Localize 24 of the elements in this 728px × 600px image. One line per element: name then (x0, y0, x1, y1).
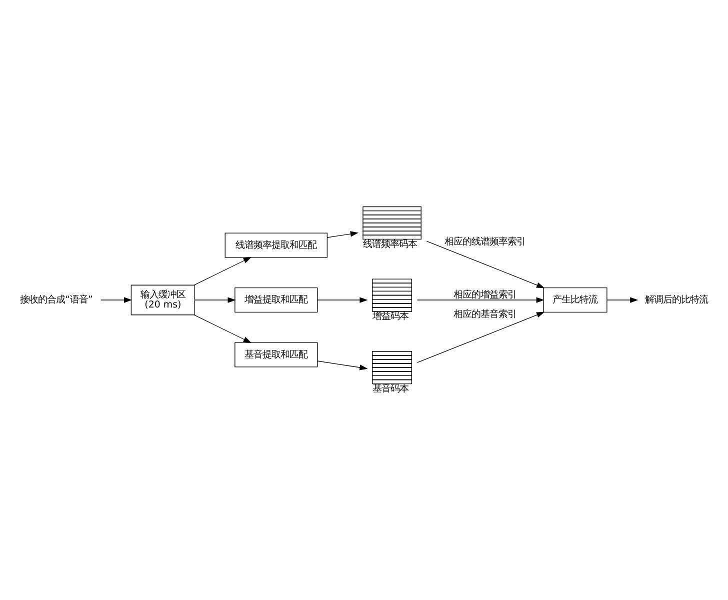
node-box: 输入缓冲区 (20 ms) (130, 284, 196, 316)
node-label: 线谱频率码本 (362, 238, 417, 250)
node-box: 基音提取和匹配 (234, 342, 318, 368)
edge-label: 相应的线谱频率索引 (444, 236, 526, 248)
edge-label: 相应的增益索引 (453, 289, 516, 300)
node-label: 增益码本 (372, 311, 408, 322)
node-box: 产生比特流 (543, 288, 608, 312)
node-text: 解调后的比特流 (645, 294, 708, 306)
arrow (416, 297, 544, 303)
node-box: 增益提取和匹配 (234, 288, 318, 312)
arrow (100, 297, 132, 303)
arrow (194, 297, 236, 303)
node-box: 线谱频率提取和匹配 (224, 232, 328, 258)
arrow (327, 231, 359, 238)
arrow (317, 360, 368, 370)
arrow (606, 297, 638, 303)
arrow (426, 240, 545, 288)
edge-label: 相应的基音索引 (453, 309, 516, 320)
arrow (194, 256, 252, 286)
arrow (416, 312, 545, 363)
arrow (317, 297, 368, 303)
node-label: 基音码本 (372, 383, 408, 394)
node-text: 接收的合成“语音” (20, 294, 93, 306)
arrow (194, 314, 252, 344)
